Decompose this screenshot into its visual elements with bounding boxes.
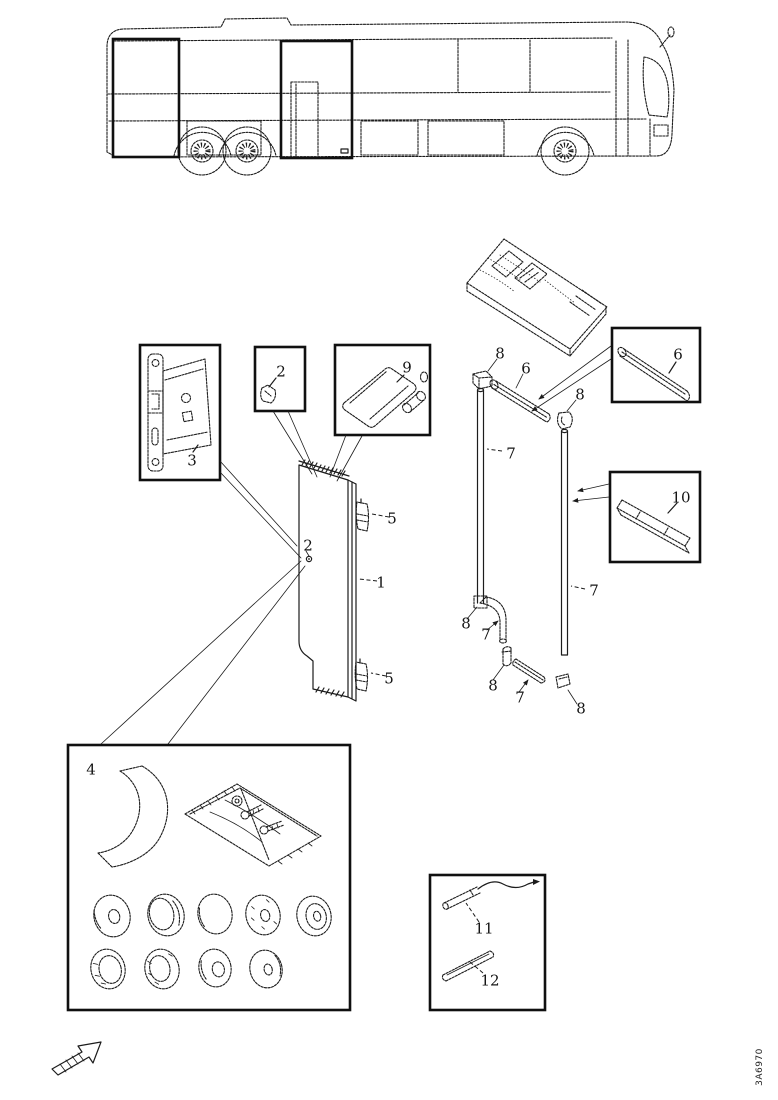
doc-code: 3A6970 (755, 1048, 765, 1086)
part-callout-7: 7 (481, 625, 491, 644)
hinge-bottom (354, 658, 369, 692)
part-callout-7: 7 (515, 688, 525, 707)
locking-pin (442, 879, 540, 910)
highlight-front-hatch (111, 37, 181, 159)
part-callout-2: 2 (276, 362, 286, 381)
part-callout-5: 5 (384, 669, 394, 688)
part-callout-8: 8 (461, 614, 471, 633)
part-callout-10: 10 (671, 488, 691, 507)
detail-box-pin-tube (428, 873, 547, 1012)
part-callout-8: 8 (575, 385, 585, 404)
hinge-top (355, 498, 370, 532)
part-callout-6: 6 (521, 359, 531, 378)
part-callout-8: 8 (576, 699, 586, 718)
highlight-mid-hatch (279, 39, 354, 160)
part-callout-1: 1 (376, 573, 386, 592)
part-callout-5: 5 (387, 509, 397, 528)
part-callout-7: 7 (589, 581, 599, 600)
part-callout-3: 3 (187, 451, 197, 470)
part-callout-6: 6 (673, 345, 683, 364)
part-callout-2: 2 (303, 536, 313, 555)
detail-box-clip (253, 345, 307, 413)
grommet-set (90, 893, 332, 990)
part-callout-9: 9 (402, 358, 412, 377)
roof-top-view (466, 238, 608, 357)
seal-rails (472, 370, 573, 689)
panel-screw (305, 555, 313, 563)
seal-profile (97, 765, 169, 868)
part-callout-4: 4 (86, 760, 96, 779)
part-callout-12: 12 (480, 971, 500, 990)
part-callout-8: 8 (495, 344, 505, 363)
part-callout-7: 7 (506, 444, 516, 463)
detail-box-rail (610, 326, 702, 404)
bus-side-view (106, 17, 675, 176)
spacer-tube (441, 950, 495, 982)
detail-box-channel (608, 470, 702, 564)
detail-box-hinge-plate (333, 343, 432, 437)
hatch-door-panel (298, 459, 370, 702)
bus-wheels (177, 126, 590, 176)
leader-lines (100, 345, 612, 974)
fastener-bag (184, 783, 322, 867)
detail-box-lock (138, 343, 222, 482)
kit-box (66, 743, 352, 1012)
part-callout-8: 8 (488, 676, 498, 695)
direction-arrow (51, 1041, 102, 1076)
part-callout-11: 11 (474, 919, 494, 938)
